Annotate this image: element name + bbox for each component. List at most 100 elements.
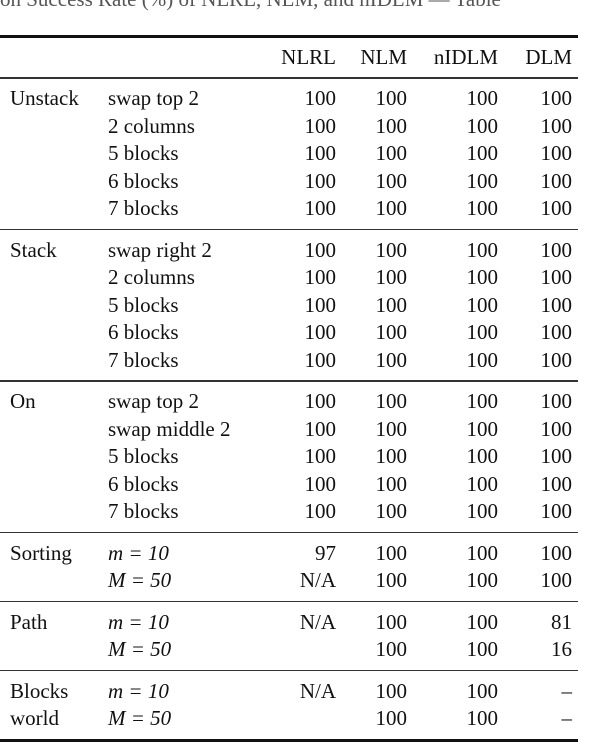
table-cell: 100 xyxy=(540,444,573,468)
table-cell: 100 xyxy=(375,540,408,565)
table-cell: 100 xyxy=(466,141,499,165)
table-cell: 100 xyxy=(466,320,499,344)
table-rule xyxy=(0,531,578,533)
table-cell: 100 xyxy=(466,568,499,592)
table-rule xyxy=(0,380,578,382)
table-cell: 100 xyxy=(375,141,408,165)
table-cell: 100 xyxy=(466,86,499,110)
column-header: nIDLM xyxy=(433,45,498,69)
table-cell: – xyxy=(561,678,573,703)
table-cell: 100 xyxy=(466,678,499,703)
table-cell: 100 xyxy=(304,265,337,289)
table-cell: 100 xyxy=(304,389,337,413)
task-label: 7 blocks xyxy=(108,347,179,372)
task-label: swap right 2 xyxy=(108,237,212,262)
table-cell: 100 xyxy=(375,499,408,523)
table-cell: 100 xyxy=(304,347,337,372)
table-rule-thick xyxy=(0,35,578,38)
table-cell: 100 xyxy=(540,568,573,592)
table-rule xyxy=(0,669,578,671)
table-cell: 100 xyxy=(466,389,499,413)
task-label: 7 blocks xyxy=(108,499,179,523)
table-cell: N/A xyxy=(299,568,336,592)
table-cell: 100 xyxy=(540,389,573,413)
table-cell: 100 xyxy=(540,471,573,496)
table-cell: 100 xyxy=(304,444,337,468)
task-label: 7 blocks xyxy=(108,196,179,220)
table-cell: 97 xyxy=(315,540,336,565)
table-cell: 100 xyxy=(466,292,499,317)
task-label: 6 blocks xyxy=(108,471,179,496)
task-label: 5 blocks xyxy=(108,141,179,165)
table-cell: 100 xyxy=(540,499,573,523)
table-cell: 100 xyxy=(540,168,573,193)
table-cell: 100 xyxy=(466,265,499,289)
table-rule xyxy=(0,77,578,79)
table-cell: 16 xyxy=(551,637,572,661)
table-cell: 100 xyxy=(375,706,408,730)
group-label: Unstack xyxy=(10,86,79,110)
task-label: M = 50 xyxy=(108,637,172,661)
table-cell: 100 xyxy=(466,706,499,730)
table-cell: 100 xyxy=(540,416,573,441)
table-cell: 100 xyxy=(540,292,573,317)
task-label: M = 50 xyxy=(108,568,172,592)
table-cell: 100 xyxy=(375,196,408,220)
task-label: m = 10 xyxy=(108,609,169,634)
table-cell: N/A xyxy=(299,678,336,703)
table-cell: 100 xyxy=(304,471,337,496)
caption-fragment: on Success Rate (%) of NLRL, NLM, and nI… xyxy=(0,0,501,12)
group-label: Blocks xyxy=(10,678,69,703)
table-cell: 100 xyxy=(375,168,408,193)
table-cell: 100 xyxy=(466,471,499,496)
task-label: 5 blocks xyxy=(108,292,179,317)
task-label: 6 blocks xyxy=(108,320,179,344)
table-cell: 100 xyxy=(466,540,499,565)
task-label: swap top 2 xyxy=(108,389,199,413)
table-cell: 100 xyxy=(540,265,573,289)
group-label: Stack xyxy=(10,237,57,262)
table-cell: 100 xyxy=(375,86,408,110)
table-cell: 100 xyxy=(304,141,337,165)
table-cell: 100 xyxy=(466,237,499,262)
table-cell: 100 xyxy=(540,237,573,262)
table-cell: 100 xyxy=(540,320,573,344)
table-rule-thick xyxy=(0,738,578,742)
table-cell: 100 xyxy=(375,389,408,413)
table-cell: 100 xyxy=(466,347,499,372)
table-cell: 100 xyxy=(304,237,337,262)
task-label: 2 columns xyxy=(108,265,195,289)
table-cell: 100 xyxy=(466,196,499,220)
table-cell: 100 xyxy=(375,347,408,372)
task-label: m = 10 xyxy=(108,540,169,565)
table-cell: 100 xyxy=(375,609,408,634)
table-cell: 100 xyxy=(375,471,408,496)
table-cell: 100 xyxy=(375,678,408,703)
table-cell: 100 xyxy=(375,637,408,661)
table-cell: 100 xyxy=(466,168,499,193)
table-cell: – xyxy=(561,706,573,730)
table-cell: 100 xyxy=(304,499,337,523)
table-cell: 100 xyxy=(375,320,408,344)
table-cell: 100 xyxy=(540,347,573,372)
table-cell: 100 xyxy=(540,196,573,220)
table-rule xyxy=(0,228,578,230)
table-cell: 100 xyxy=(466,637,499,661)
task-label: M = 50 xyxy=(108,706,172,730)
group-label: On xyxy=(10,389,36,413)
table-cell: 100 xyxy=(304,113,337,138)
table-cell: 100 xyxy=(375,237,408,262)
table-cell: 100 xyxy=(304,196,337,220)
table-cell: 100 xyxy=(466,609,499,634)
table-cell: 100 xyxy=(375,265,408,289)
table-cell: 81 xyxy=(551,609,572,634)
group-label: Sorting xyxy=(10,540,72,565)
task-label: 5 blocks xyxy=(108,444,179,468)
table-cell: 100 xyxy=(540,141,573,165)
table-cell: 100 xyxy=(304,320,337,344)
task-label: swap top 2 xyxy=(108,86,199,110)
group-label: world xyxy=(10,706,59,730)
table-cell: 100 xyxy=(375,113,408,138)
table-cell: 100 xyxy=(304,168,337,193)
table-cell: 100 xyxy=(304,86,337,110)
